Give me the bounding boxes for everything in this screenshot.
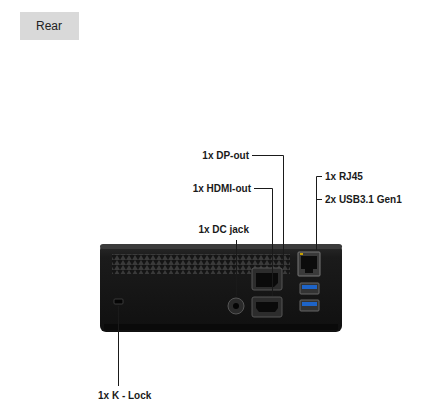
rj45-socket [301, 256, 317, 273]
hdmi-port-socket [256, 302, 278, 312]
port-label: 1x DP-out [202, 150, 249, 161]
port-label: 1x K - Lock [98, 390, 151, 401]
housing-top-edge [100, 244, 342, 249]
port-label: 1x HDMI-out [193, 183, 251, 194]
dc-jack-pin [233, 303, 239, 309]
leader-line [236, 240, 237, 296]
port-label: 1x RJ45 [325, 171, 363, 182]
housing-foot [104, 324, 338, 330]
section-tab: Rear [20, 12, 79, 40]
rj45-led [300, 253, 303, 255]
dp-port-socket [256, 273, 278, 287]
port-label: 1x DC jack [198, 224, 249, 235]
dc-jack [228, 298, 244, 314]
leader-lines [119, 156, 323, 387]
leader-line [254, 189, 273, 297]
k-lock-slot [114, 299, 123, 304]
leader-line [118, 306, 119, 386]
port-label: 2x USB3.1 Gen1 [325, 194, 402, 205]
rj45-port [298, 252, 320, 276]
leader-line [252, 156, 284, 267]
usb-port [300, 300, 319, 311]
dp-port [252, 268, 282, 290]
usb-tongue [302, 285, 317, 289]
usb-port [300, 283, 319, 294]
usb-tongue [302, 302, 317, 306]
leader-line [317, 199, 323, 200]
hdmi-port [252, 297, 282, 317]
pc-housing [100, 244, 342, 332]
leader-line [317, 177, 323, 251]
section-title: Rear [36, 19, 63, 33]
